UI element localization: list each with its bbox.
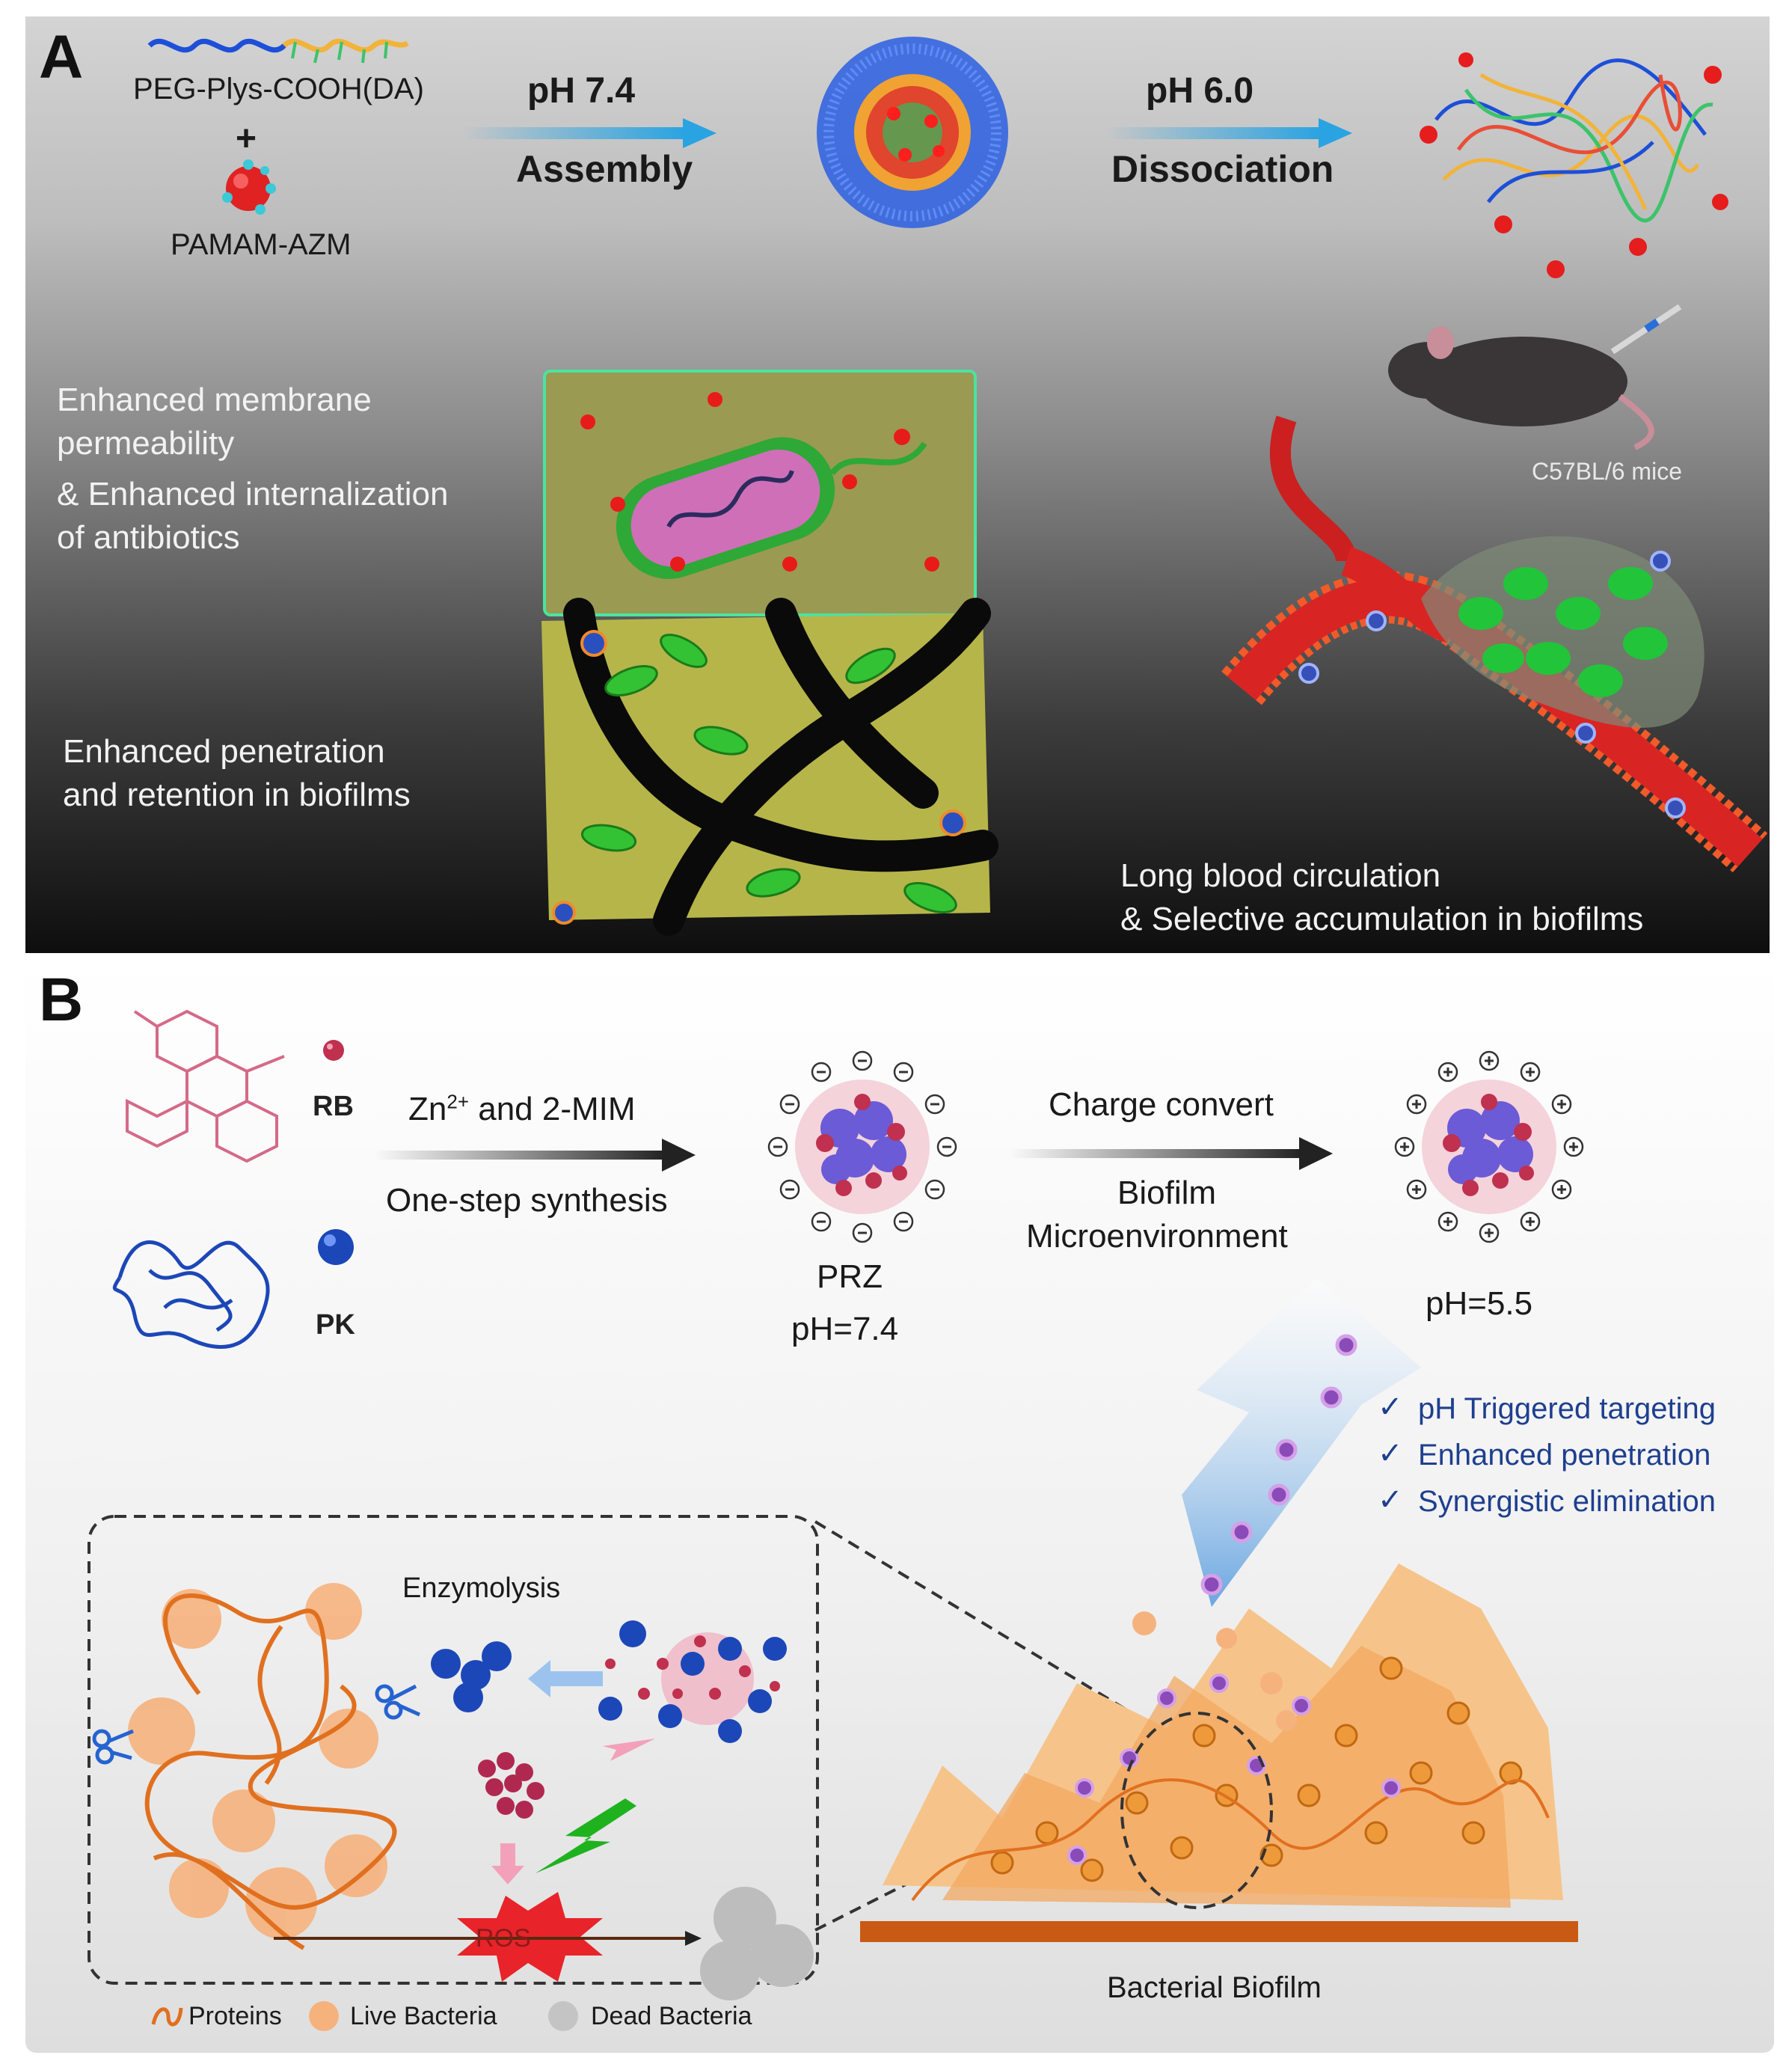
pamam-azm-label: PAMAM-AZM xyxy=(171,228,352,261)
biofilm-label: Bacterial Biofilm xyxy=(1107,1971,1322,2004)
peg-plys-chain xyxy=(147,38,409,64)
membrane-note-line3: & Enhanced internalization xyxy=(57,476,449,512)
rb-molecule-structure xyxy=(126,1009,285,1163)
blood-vessel xyxy=(1221,415,1768,873)
mechanism-inset xyxy=(88,1515,819,2000)
assembly-arrow xyxy=(462,118,717,148)
synthesis-arrow xyxy=(374,1139,696,1172)
rb-label: RB xyxy=(313,1091,354,1122)
biofilm-block xyxy=(541,598,998,936)
legend-proteins-icon xyxy=(151,2007,183,2027)
membrane-note-line4: of antibiotics xyxy=(57,519,240,556)
legend-dead-bacteria: Dead Bacteria xyxy=(591,2002,752,2030)
biofilm-substrate xyxy=(860,1921,1578,1942)
step2-below-line2: Microenvironment xyxy=(1026,1218,1288,1255)
membrane-note-line2: permeability xyxy=(57,425,235,462)
step2-above: Charge convert xyxy=(1049,1086,1274,1123)
penetration-note-line2: and retention in biofilms xyxy=(63,777,411,813)
benefit-3: Synergistic elimination xyxy=(1418,1485,1716,1518)
benefit-check-2: ✓ xyxy=(1378,1437,1403,1470)
targeting-arrow xyxy=(1182,1278,1421,1607)
step2-process: Dissociation xyxy=(1111,148,1334,190)
circulation-line1: Long blood circulation xyxy=(1120,857,1441,894)
step1-process: Assembly xyxy=(516,148,693,190)
converted-ph: pH=5.5 xyxy=(1426,1285,1533,1322)
pk-protein-structure xyxy=(112,1240,270,1349)
prz-name: PRZ xyxy=(817,1258,883,1295)
charge-convert-arrow xyxy=(1010,1137,1333,1170)
step2-below-line1: Biofilm xyxy=(1117,1175,1217,1211)
prz-particle-negative xyxy=(767,1050,957,1243)
prz-particle-positive xyxy=(1394,1050,1584,1243)
benefit-check-3: ✓ xyxy=(1378,1483,1403,1516)
plus-sign: + xyxy=(236,119,257,159)
panel-a-letter: A xyxy=(39,23,84,91)
bacterium-inset xyxy=(543,370,977,616)
mouse-label: C57BL/6 mice xyxy=(1532,458,1682,485)
legend-live-bacteria: Live Bacteria xyxy=(350,2002,497,2030)
penetration-note-line1: Enhanced penetration xyxy=(63,733,385,770)
ros-label: ROS xyxy=(476,1924,531,1953)
enzymolysis-label: Enzymolysis xyxy=(402,1573,561,1604)
legend-live-bacteria-icon xyxy=(309,2001,339,2031)
step1-below: One-step synthesis xyxy=(386,1182,668,1219)
legend-dead-bacteria-icon xyxy=(548,2001,578,2031)
pamam-azm-sphere xyxy=(222,159,276,215)
rb-particle xyxy=(323,1040,344,1061)
step2-condition: pH 6.0 xyxy=(1146,71,1254,111)
step1-condition: pH 7.4 xyxy=(527,71,636,111)
step1-above: Zn2+ and 2-MIM xyxy=(408,1090,636,1127)
benefit-2: Enhanced penetration xyxy=(1418,1439,1711,1472)
mouse xyxy=(1388,304,1682,450)
legend-proteins: Proteins xyxy=(188,2002,282,2030)
polymer-label: PEG-Plys-COOH(DA) xyxy=(133,73,424,105)
micelle xyxy=(817,37,1008,228)
panel-b-letter: B xyxy=(39,966,84,1034)
dissociation-arrow xyxy=(1105,118,1352,148)
benefit-check-1: ✓ xyxy=(1378,1391,1403,1424)
circulation-line2: & Selective accumulation in biofilms xyxy=(1120,901,1644,937)
benefit-1: pH Triggered targeting xyxy=(1418,1392,1716,1425)
pk-particle xyxy=(318,1229,354,1265)
prz-ph: pH=7.4 xyxy=(791,1311,899,1347)
bacterial-biofilm xyxy=(883,1564,1563,1909)
pk-label: PK xyxy=(316,1309,355,1341)
dissociated-chains xyxy=(1420,52,1728,278)
membrane-note-line1: Enhanced membrane xyxy=(57,382,372,418)
